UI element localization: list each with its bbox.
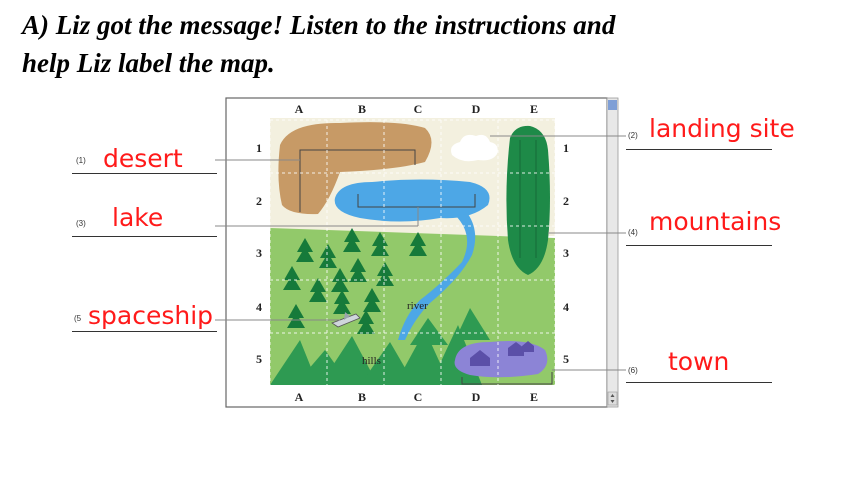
hills-label: hills <box>362 355 381 367</box>
row-label-5-left: 5 <box>256 352 262 366</box>
answer-3-text: lake <box>112 203 164 232</box>
answer-6-line[interactable] <box>626 382 772 383</box>
answer-6-text: town <box>668 347 730 376</box>
answer-6-number: (6) <box>628 366 638 375</box>
river-label: river <box>407 300 428 312</box>
answer-4-text: mountains <box>649 207 782 236</box>
mountains-region <box>506 125 550 275</box>
town-bracket <box>461 372 553 385</box>
answer-2-text: landing site <box>649 114 795 143</box>
scrollbar[interactable] <box>606 97 619 408</box>
col-label-d-bottom: D <box>472 390 481 404</box>
row-label-1-right: 1 <box>563 141 569 155</box>
town-houses <box>470 341 534 366</box>
answer-3-number: (3) <box>76 219 86 228</box>
row-label-5-right: 5 <box>563 352 569 366</box>
col-label-e-bottom: E <box>530 390 538 404</box>
row-label-2-left: 2 <box>256 194 262 208</box>
col-label-b-bottom: B <box>358 390 366 404</box>
row-label-3-left: 3 <box>256 246 262 260</box>
row-label-2-right: 2 <box>563 194 569 208</box>
heading-line-1: A) Liz got the message! Listen to the in… <box>22 10 616 40</box>
col-label-c-top: C <box>414 102 423 116</box>
row-label-1-left: 1 <box>256 141 262 155</box>
col-label-b-top: B <box>358 102 366 116</box>
lake-region <box>334 179 490 222</box>
answer-5-number: (5 <box>74 314 82 323</box>
leader-lines <box>215 135 626 371</box>
answer-5-text: spaceship <box>88 301 214 330</box>
answer-5-line[interactable] <box>72 331 217 332</box>
col-label-a-top: A <box>295 102 304 116</box>
forest <box>283 228 427 334</box>
map-grid <box>269 119 556 387</box>
col-label-e-top: E <box>530 102 538 116</box>
spaceship-icon <box>331 312 361 328</box>
col-label-d-top: D <box>472 102 481 116</box>
answer-4-line[interactable] <box>626 245 772 246</box>
row-label-4-left: 4 <box>256 300 262 314</box>
col-label-c-bottom: C <box>414 390 423 404</box>
exercise-heading: A) Liz got the message! Listen to the in… <box>22 6 842 82</box>
lake-bracket <box>357 194 476 208</box>
desert-bracket <box>299 149 416 212</box>
answer-3-line[interactable] <box>72 236 217 237</box>
row-label-3-right: 3 <box>563 246 569 260</box>
heading-line-2: help Liz label the map. <box>22 48 275 78</box>
answer-2-number: (2) <box>628 131 638 140</box>
answer-1-number: (1) <box>76 156 86 165</box>
answer-2-line[interactable] <box>626 149 772 150</box>
row-label-4-right: 4 <box>563 300 569 314</box>
answer-4-number: (4) <box>628 228 638 237</box>
river-region <box>398 214 476 340</box>
answer-1-line[interactable] <box>72 173 217 174</box>
col-label-a-bottom: A <box>295 390 304 404</box>
landing-site-area <box>451 134 498 162</box>
desert-region <box>278 122 432 215</box>
answer-1-text: desert <box>103 144 183 173</box>
